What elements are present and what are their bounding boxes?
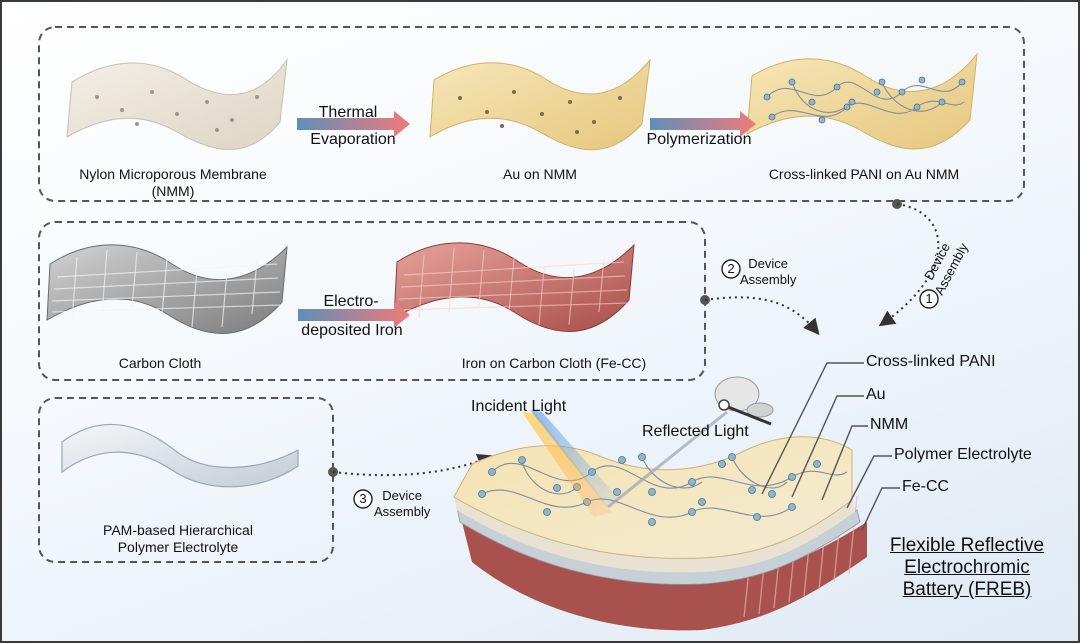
layer-leader-lines [761,362,900,531]
layer-label-pani: Cross-linked PANI [866,353,996,370]
carbon-cloth-sheet [46,244,288,334]
pam-label-line1: PAM-based Hierarchical [103,522,253,538]
electrodeposition-arrow [298,302,410,328]
electro-label-line2: deposited Iron [301,322,403,339]
nmm-label-line2: (NMM) [151,183,195,199]
layer-label-fecc: Fe-CC [902,478,950,495]
thermal-evaporation-arrow [297,111,410,137]
step1-number-circle [919,289,939,309]
freb-device [453,436,867,631]
step2-number-circle [721,259,741,279]
freb-title-line2: Electrochromic [904,557,1030,578]
step3-assembly-label: Device Assembly [374,488,430,520]
step2-assembly-path [704,296,820,336]
incident-light-label: Incident Light [471,398,567,415]
layer-label-au: Au [866,386,886,403]
freb-title: Flexible Reflective Electrochromic Batte… [890,535,1044,601]
pani-au-nmm-sheet [746,52,978,150]
freb-title-line3: Battery (FREB) [902,579,1032,600]
layer-label-polymer-electrolyte: Polymer Electrolyte [894,446,1032,463]
step3-number: 3 [359,491,367,506]
evaporation-label: Evaporation [310,131,395,149]
layer-label-nmm: NMM [870,416,909,433]
reflected-light-line [607,410,728,509]
polymerization-arrow [650,111,756,137]
pam-label: PAM-based Hierarchical Polymer Electroly… [103,522,253,556]
polymerization-label: Polymerization [646,131,752,148]
reflected-light-label: Reflected Light [642,423,749,440]
incident-light-beam-cool [530,410,620,506]
au-nmm-label: Au on NMM [503,166,577,182]
thermal-evaporation-label: Thermal [319,104,378,122]
fecc-label: Iron on Carbon Cloth (Fe-CC) [461,355,647,371]
step2-word2: Assembly [740,272,797,287]
nmm-membrane-sheet [66,58,288,150]
step2-word1: Device [748,256,789,271]
carbon-cloth-label: Carbon Cloth [118,355,202,371]
step1-number: 1 [925,291,933,306]
step1-assembly-path [878,203,940,327]
pam-electrolyte-sheet [61,423,299,488]
step2-number: 2 [727,261,735,276]
step3-word2: Assembly [374,504,431,519]
electro-label-line1: Electro- [323,293,379,310]
pani-label: Cross-linked PANI on Au NMM [768,166,960,182]
nmm-label: Nylon Microporous Membrane (NMM) [79,166,267,200]
row3-dashed-box [38,397,334,563]
pam-label-line2: Polymer Electrolyte [117,539,239,555]
step3-word1: Device [382,488,423,503]
thermal-label-line1: Thermal [318,104,378,121]
incident-light-beam-warm [522,412,612,517]
row1-dashed-box [38,26,1025,202]
iron-carbon-cloth-sheet [393,242,635,332]
au-nmm-sheet [429,58,651,151]
step3-assembly-path [332,453,494,477]
observer-figure [714,376,774,426]
freb-title-line1: Flexible Reflective [889,535,1045,556]
nmm-label-line1: Nylon Microporous Membrane [79,166,267,182]
thermal-label-line2: Evaporation [310,131,396,148]
step2-assembly-label: Device Assembly [740,256,796,288]
step3-number-circle [353,489,373,509]
